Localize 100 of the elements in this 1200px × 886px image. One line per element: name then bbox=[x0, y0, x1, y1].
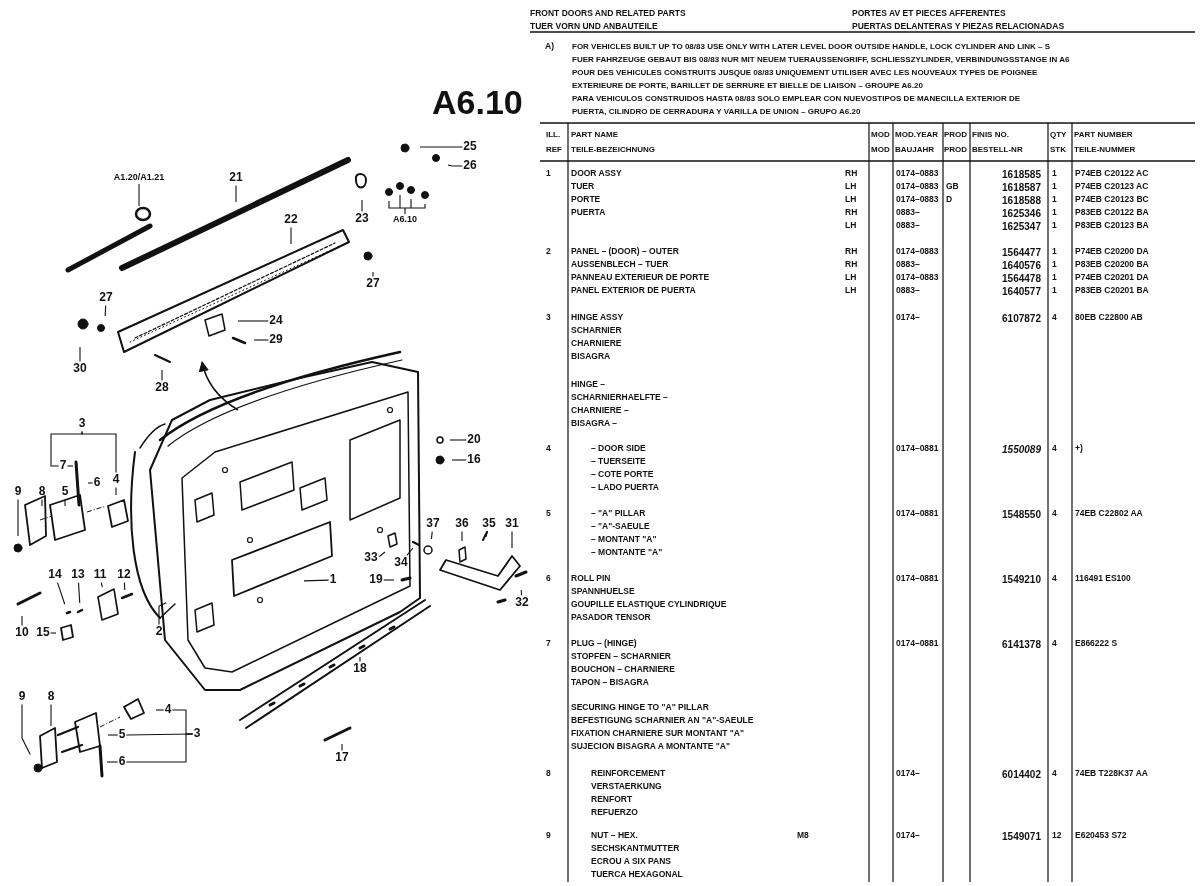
callout-number: 10 bbox=[15, 626, 29, 640]
model-year: 0174–0883 bbox=[896, 169, 939, 179]
leader-line bbox=[138, 183, 140, 207]
model-year: 0174–0883 bbox=[896, 195, 939, 205]
callout-number: 5 bbox=[61, 485, 69, 499]
callout-number: 32 bbox=[515, 596, 529, 610]
ref-number: 8 bbox=[546, 769, 551, 779]
leader-line bbox=[17, 499, 19, 537]
callout-number: 25 bbox=[463, 140, 477, 154]
column-header: PROD bbox=[944, 130, 968, 140]
callout-number: 15 bbox=[36, 626, 50, 640]
model-year: 0174– bbox=[896, 313, 920, 323]
leader-line bbox=[161, 369, 163, 381]
ref-number: 2 bbox=[546, 247, 551, 257]
quantity: 1 bbox=[1052, 195, 1057, 205]
callout-number: 28 bbox=[155, 381, 169, 395]
column-header: TEILE-BEZEICHNUNG bbox=[571, 145, 655, 155]
side-code: LH bbox=[845, 182, 857, 192]
leader-line bbox=[378, 551, 386, 557]
leader-line bbox=[106, 761, 119, 763]
callout-number: 30 bbox=[73, 362, 87, 376]
callout-number: 35 bbox=[482, 517, 496, 531]
model-year: 0883– bbox=[896, 286, 920, 296]
page-heading: TUER VORN UND ANBAUTEILE bbox=[530, 22, 658, 32]
size-code: M8 bbox=[797, 831, 809, 841]
finis-number: 6014402 bbox=[1002, 768, 1041, 780]
leader-line bbox=[388, 194, 426, 215]
quantity: 1 bbox=[1052, 273, 1057, 283]
part-number: P74EB C20122 AC bbox=[1075, 169, 1149, 179]
part-name: PASADOR TENSOR bbox=[571, 613, 651, 623]
part-name: REINFORCEMENT bbox=[591, 769, 666, 779]
finis-number: 1618588 bbox=[1002, 194, 1041, 206]
ref-number: 4 bbox=[546, 444, 551, 454]
leader-line bbox=[77, 582, 81, 604]
column-header: QTY bbox=[1050, 130, 1067, 140]
part-number: P83EB C20200 BA bbox=[1075, 260, 1149, 270]
callout-number: 9 bbox=[18, 690, 26, 704]
finis-number: 1549210 bbox=[1002, 573, 1041, 585]
part-name: AUSSENBLECH – TUER bbox=[571, 260, 669, 270]
part-name: SECHSKANTMUTTER bbox=[591, 844, 680, 854]
part-name: SPANNHUELSE bbox=[571, 587, 635, 597]
column-header: ILL. bbox=[546, 130, 561, 140]
part-number: P74EB C20123 BC bbox=[1075, 195, 1149, 205]
callout-number: 34 bbox=[394, 556, 408, 570]
part-name: – MONTANTE "A" bbox=[591, 548, 663, 558]
quantity: 4 bbox=[1052, 574, 1057, 584]
part-name: – LADO PUERTA bbox=[591, 483, 659, 493]
part-name: DOOR ASSY bbox=[571, 169, 622, 179]
leader-line bbox=[372, 271, 374, 277]
leader-line bbox=[303, 579, 330, 582]
leader-line bbox=[50, 632, 57, 634]
model-year: 0174–0883 bbox=[896, 182, 939, 192]
leader-line bbox=[158, 602, 167, 625]
leader-line bbox=[341, 743, 343, 751]
part-name: HINGE – bbox=[571, 380, 605, 390]
ref-number: 3 bbox=[546, 313, 551, 323]
part-name: SCHARNIER bbox=[571, 326, 622, 336]
column-header: BAUJAHR bbox=[895, 145, 935, 155]
callout-number: 29 bbox=[269, 333, 283, 347]
model-year: 0883– bbox=[896, 221, 920, 231]
callout-number: 24 bbox=[269, 314, 283, 328]
part-name: ROLL PIN bbox=[571, 574, 611, 584]
ref-number: 6 bbox=[546, 574, 551, 584]
part-name: PANEL – (DOOR) – OUTER bbox=[571, 247, 679, 257]
callout-number: 12 bbox=[117, 568, 131, 582]
leader-line bbox=[235, 185, 237, 203]
cross-reference-label: A1.20/A1.21 bbox=[113, 173, 165, 183]
column-header: PART NUMBER bbox=[1074, 130, 1133, 140]
quantity: 4 bbox=[1052, 444, 1057, 454]
part-name: BISAGRA – bbox=[571, 419, 617, 429]
callout-number: 23 bbox=[355, 212, 369, 226]
callout-number: 4 bbox=[164, 703, 172, 717]
part-name: GOUPILLE ELASTIQUE CYLINDRIQUE bbox=[571, 600, 727, 610]
part-number: P74EB C20123 AC bbox=[1075, 182, 1149, 192]
part-name: BISAGRA bbox=[571, 352, 611, 362]
leader-line bbox=[383, 579, 395, 581]
part-number: P83EB C20122 BA bbox=[1075, 208, 1149, 218]
part-name: CHARNIERE bbox=[571, 339, 622, 349]
leader-line bbox=[41, 499, 43, 507]
quantity: 4 bbox=[1052, 313, 1057, 323]
callout-number: 8 bbox=[47, 690, 55, 704]
quantity: 1 bbox=[1052, 169, 1057, 179]
column-header: FINIS NO. bbox=[972, 130, 1009, 140]
part-name: STOPFEN – SCHARNIER bbox=[571, 652, 671, 662]
side-code: RH bbox=[845, 208, 858, 218]
leader-line bbox=[511, 531, 513, 549]
section-number: A6.10 bbox=[432, 84, 523, 122]
note-text: EXTERIEURE DE PORTE, BARILLET DE SERRURE ET BIELLE DE LIAISON – GROUPE A6.20 bbox=[572, 81, 923, 91]
leader-line bbox=[104, 305, 107, 317]
finis-number: 1640576 bbox=[1002, 259, 1041, 271]
ref-number: 9 bbox=[546, 831, 551, 841]
callout-number: 3 bbox=[193, 727, 201, 741]
part-name: – "A"-SAEULE bbox=[591, 522, 650, 532]
callout-number: 14 bbox=[48, 568, 62, 582]
part-name: – "A" PILLAR bbox=[591, 509, 646, 519]
finis-number: 1625347 bbox=[1002, 220, 1041, 232]
part-name: PANNEAU EXTERIEUR DE PORTE bbox=[571, 273, 710, 283]
callout-number: 33 bbox=[364, 551, 378, 565]
callout-number: 22 bbox=[284, 213, 298, 227]
part-name: PLUG – (HINGE) bbox=[571, 639, 637, 649]
